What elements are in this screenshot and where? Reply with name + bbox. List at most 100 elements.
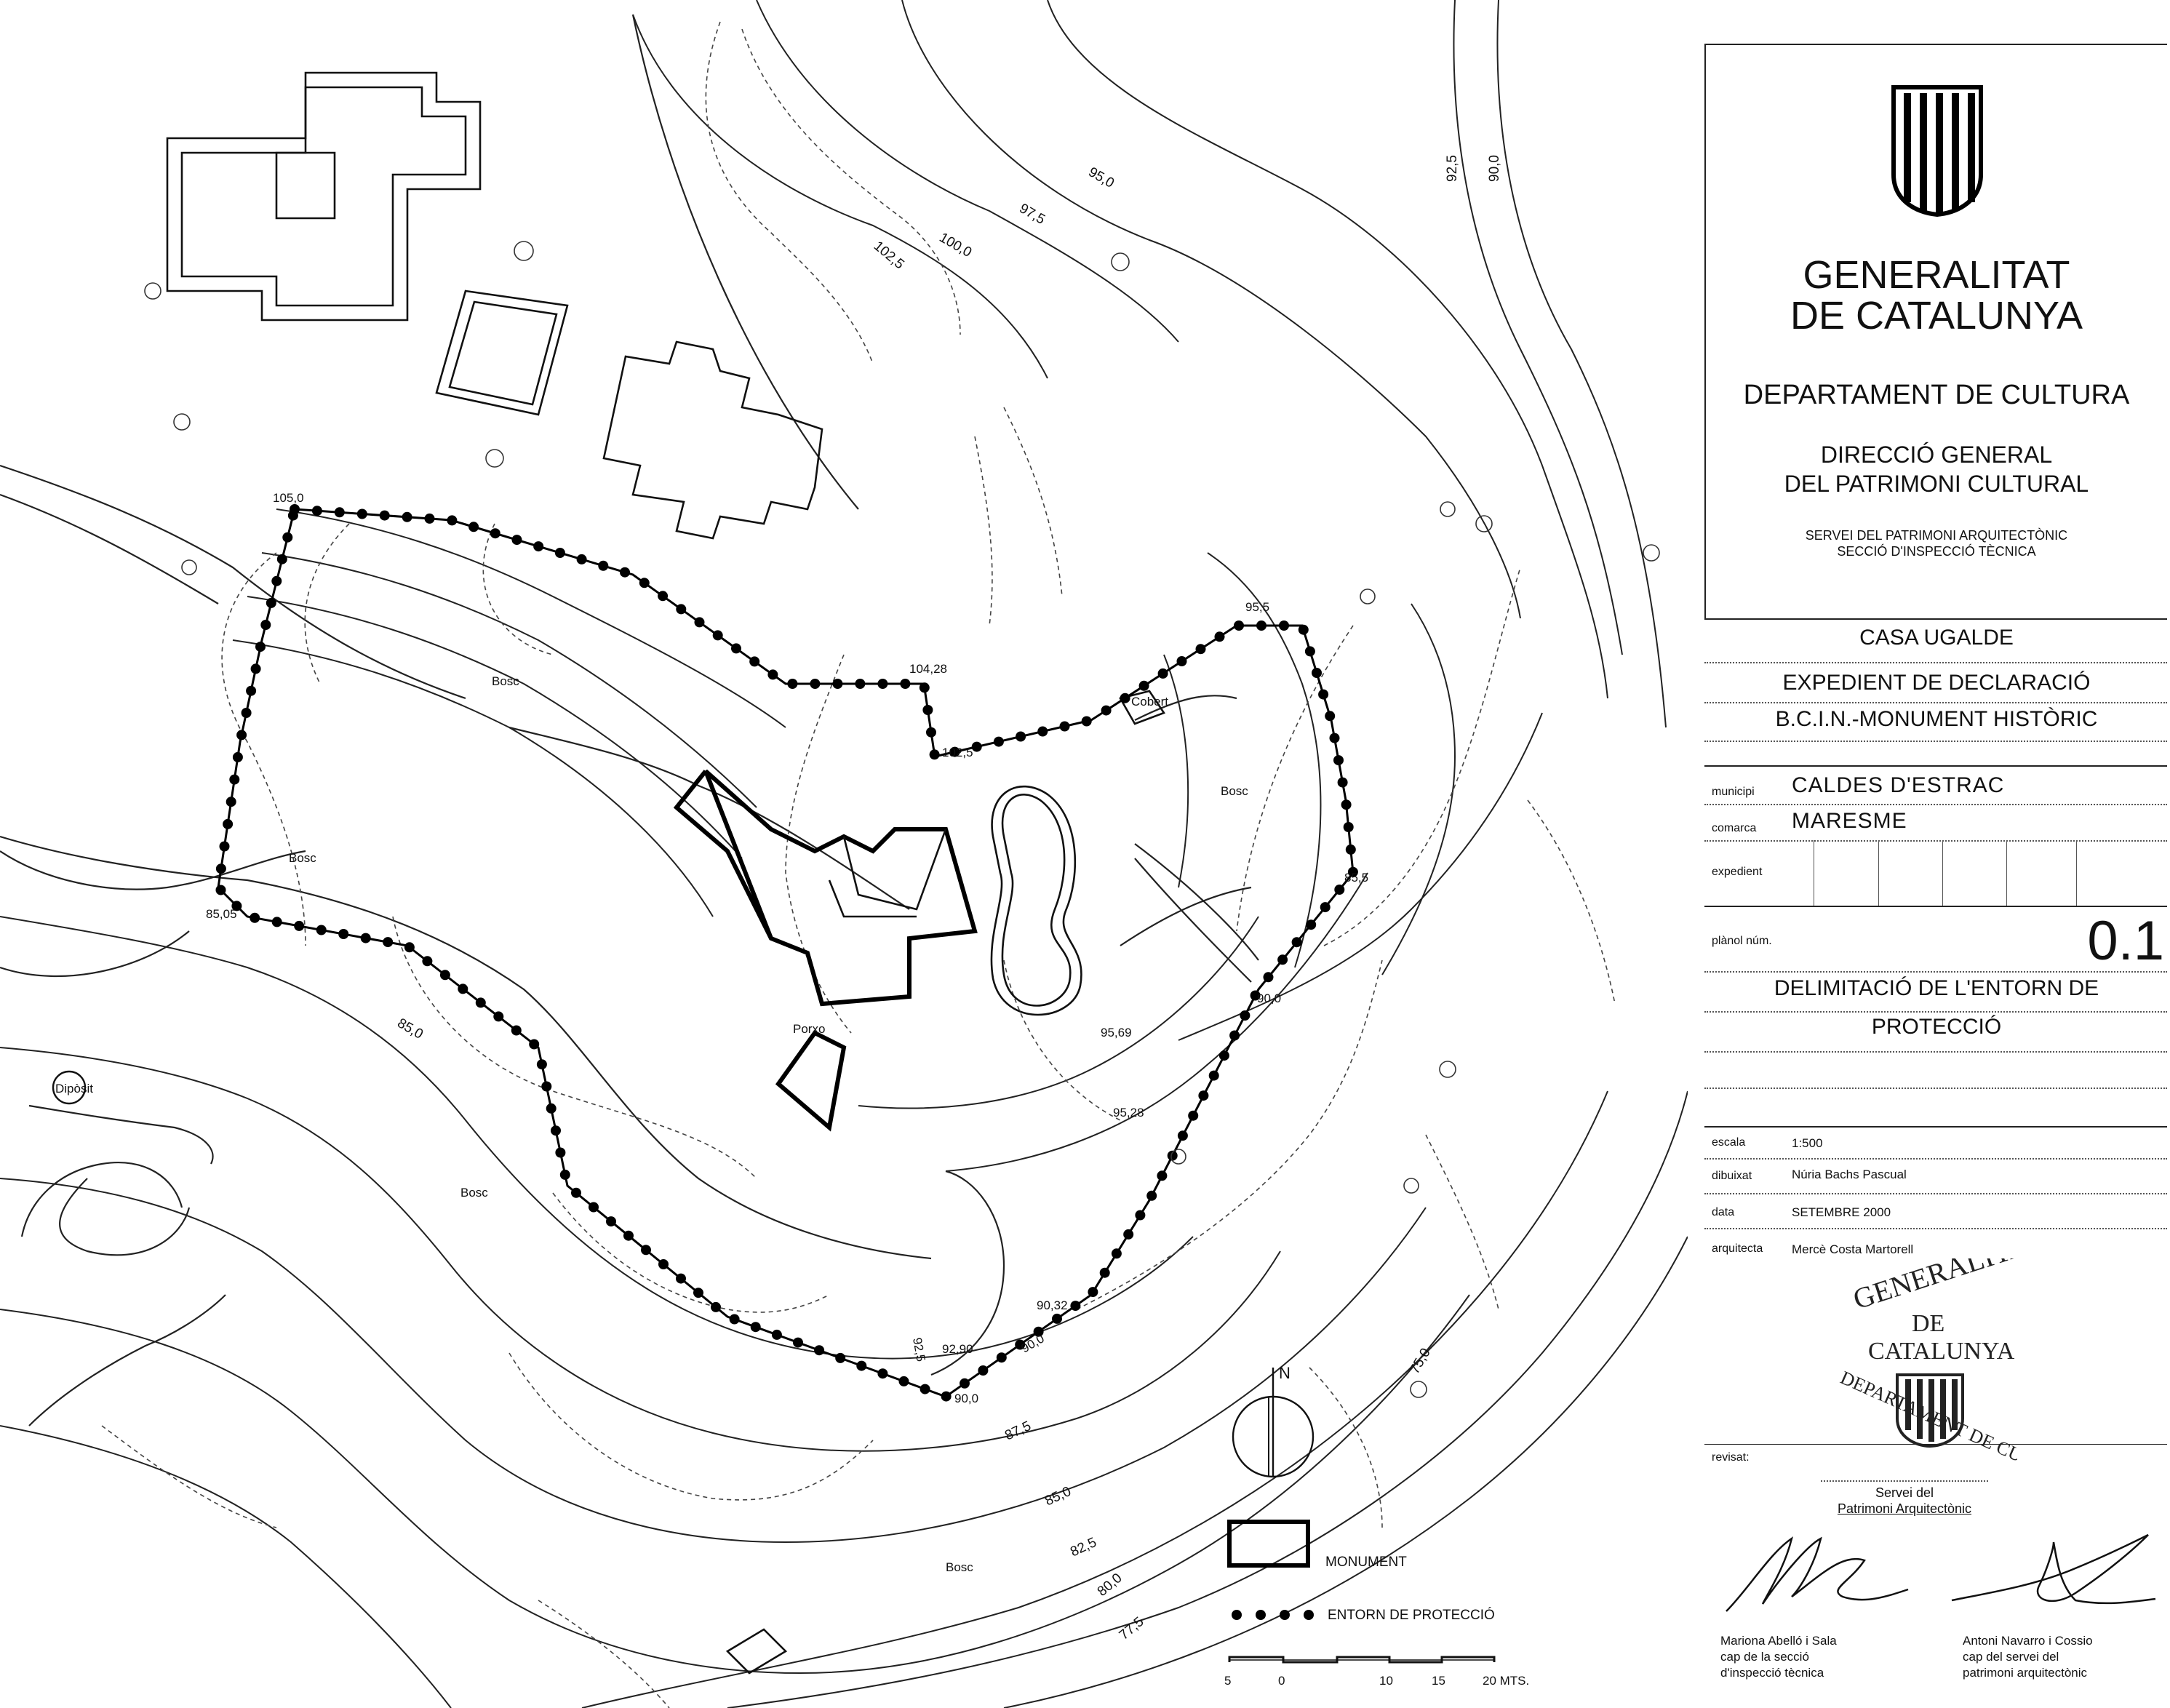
boundary-dot (458, 983, 468, 994)
boundary-dot (219, 841, 230, 852)
boundary-dot (1138, 680, 1149, 691)
boundary-dot (658, 591, 669, 602)
building-name: CASA UGALDE (1859, 626, 2014, 650)
boundary-dot (468, 522, 479, 532)
scale-label: 10 (1379, 1674, 1393, 1688)
boundary-dot (231, 901, 242, 911)
boundary-dot (1234, 620, 1244, 631)
planol-number: 0.1 (2087, 910, 2164, 972)
boundary-dot (1277, 954, 1288, 965)
boundary-dot (255, 642, 266, 653)
data-value: SETEMBRE 2000 (1792, 1205, 1891, 1219)
boundary-dot (996, 1352, 1007, 1363)
org-line-1: GENERALITAT (1803, 253, 2070, 297)
svg-text:GENERALITAT: GENERALITAT (1849, 1258, 2017, 1316)
boundary-dot (1052, 1313, 1062, 1324)
planol-label: plànol núm. (1712, 935, 1772, 947)
municipi-value: CALDES D'ESTRAC (1792, 773, 2005, 797)
contour-label: 92,5 (1445, 155, 1460, 182)
arquitecta-value: Mercè Costa Martorell (1792, 1242, 1914, 1256)
boundary-dot (511, 535, 522, 546)
boundary-dot (379, 510, 390, 521)
boundary-dot (1256, 620, 1267, 631)
boundary-dot (1167, 1150, 1178, 1161)
scale-bar: 5 0 10 15 20 MTS. (1224, 1656, 1529, 1688)
boundary-dot (490, 528, 500, 539)
bcin-category: B.C.I.N.-MONUMENT HISTÒRIC (1775, 707, 2098, 731)
revisat-stamp-line-1: Servei del (1875, 1485, 1934, 1500)
dibuixat-label: dibuixat (1712, 1170, 1752, 1182)
signature-1 (1726, 1536, 1909, 1612)
svg-text:DEPARTAMENT DE CULTURA: DEPARTAMENT DE CULTURA (1838, 1367, 2017, 1477)
neighbour-buildings (166, 71, 1165, 1675)
boundary-dot (693, 1288, 703, 1298)
title-block: GENERALITAT DE CATALUNYA DEPARTAMENT DE … (1704, 44, 2169, 1688)
contour-label: 85,0 (1042, 1484, 1073, 1509)
boundary-dot (1333, 755, 1344, 766)
boundary-dot (771, 1329, 782, 1340)
expedient-label: expedient (1712, 866, 1763, 878)
plan-title-1: DELIMITACIÓ DE L'ENTORN DE (1774, 976, 2099, 1000)
boundary-dot (1291, 937, 1302, 948)
boundary-dot (1320, 902, 1331, 913)
boundary-dot (266, 597, 276, 608)
boundary-dot (1298, 624, 1309, 635)
boundary-dot (356, 508, 367, 519)
contour-label: 90,0 (1487, 155, 1502, 182)
boundary-dot (475, 997, 486, 1008)
boundary-dot (712, 630, 723, 641)
boundary-dot (287, 510, 298, 521)
label-bosc: Bosc (1221, 784, 1248, 798)
service: SERVEI DEL PATRIMONI ARQUITECTÒNIC SECCI… (1704, 527, 2169, 559)
municipi-label: municipi (1712, 786, 1755, 798)
boundary-dot (447, 515, 458, 526)
boundary-dot (1123, 1229, 1134, 1240)
boundary-dot (1111, 1248, 1122, 1259)
boundary-dot (1059, 721, 1070, 732)
label-bosc: Bosc (289, 851, 316, 865)
boundary-dot (949, 746, 960, 757)
spot-elevation: 102,5 (942, 746, 973, 759)
directorate-line-2: DEL PATRIMONI CULTURAL (1784, 471, 2089, 497)
boundary-dot (1334, 885, 1345, 895)
comarca-label: comarca (1712, 822, 1757, 834)
signatory-1-name: Mariona Abelló i Sala (1720, 1634, 1837, 1648)
boundary-dot (1135, 1210, 1146, 1221)
svg-text:DE: DE (1912, 1310, 1944, 1337)
boundary-dot (271, 575, 282, 586)
spot-elevation: 85,05 (206, 907, 237, 921)
boundary-dot (1088, 1287, 1098, 1298)
plan-title-2: PROTECCIÓ (1871, 1015, 2002, 1039)
boundary-dot (1214, 631, 1225, 642)
boundary-dot (1101, 705, 1112, 716)
spot-elevation: 85,5 (1344, 871, 1368, 885)
north-label: N (1279, 1364, 1291, 1382)
boundary-dot (383, 937, 394, 948)
signatory-1: Mariona Abelló i Sala cap de la secció d… (1720, 1633, 1837, 1681)
directorate: DIRECCIÓ GENERAL DEL PATRIMONI CULTURAL (1704, 440, 2169, 498)
contour-lines (0, 0, 1688, 1708)
boundary-dot (641, 1245, 651, 1256)
signatory-1-role-1: cap de la secció (1720, 1650, 1809, 1664)
boundary-dot (1343, 822, 1354, 832)
boundary-dot (422, 956, 433, 967)
spot-elevation: 90,32 (1037, 1298, 1068, 1312)
boundary-dot (1016, 731, 1026, 742)
boundary-dot (1329, 733, 1340, 743)
boundary-dot (493, 1011, 504, 1022)
boundary-dot (898, 1376, 909, 1386)
data-label: data (1712, 1206, 1735, 1218)
boundary-dot (424, 513, 435, 524)
boundary-dot (835, 1352, 846, 1363)
boundary-dot (271, 917, 282, 927)
boundary-dot (276, 554, 287, 564)
org-line-2: DE CATALUNYA (1790, 294, 2083, 338)
boundary-dot (711, 1301, 721, 1312)
boundary-dot (294, 920, 305, 931)
boundary-dot (246, 685, 257, 696)
contour-label: 97,5 (1017, 201, 1048, 228)
signatory-2: Antoni Navarro i Cossio cap del servei d… (1963, 1633, 2093, 1681)
spot-elevation: 90,0 (1019, 1331, 1047, 1355)
boundary-dot (1229, 1030, 1240, 1041)
contour-label: 102,5 (871, 239, 907, 273)
